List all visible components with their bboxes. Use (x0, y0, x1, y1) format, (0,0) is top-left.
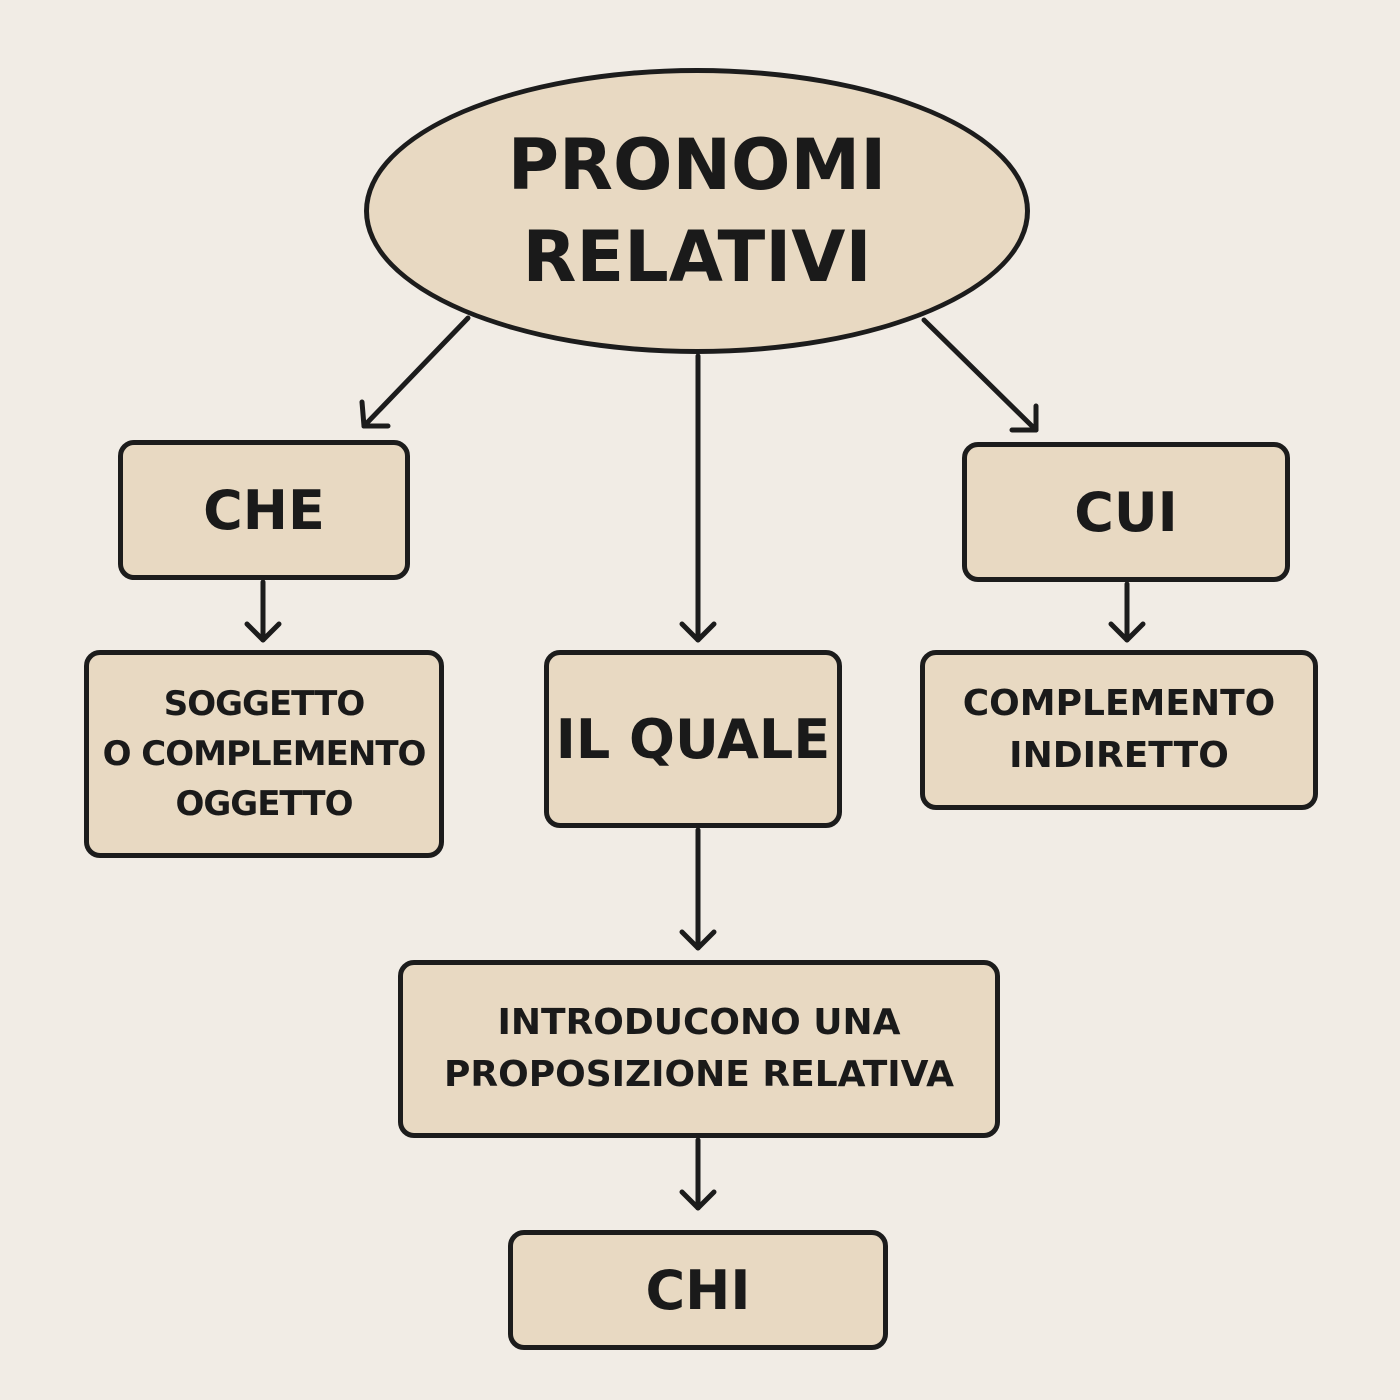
node-chi-label: CHI (645, 1258, 751, 1322)
node-soggetto-line-2: O COMPLEMENTO (102, 734, 427, 774)
node-introducono-line-2: PROPOSIZIONE RELATIVA (444, 1054, 954, 1095)
arrow-il-quale-to-introducono (679, 827, 717, 951)
node-complemento-line-1: COMPLEMENTO (962, 683, 1276, 724)
node-complemento-indiretto: COMPLEMENTO INDIRETTO (920, 650, 1318, 810)
node-che: CHE (118, 440, 410, 580)
node-complemento-line-2: INDIRETTO (1009, 735, 1229, 776)
node-che-label: CHE (203, 478, 325, 542)
arrow-root-to-il-quale (679, 353, 717, 643)
node-il-quale-label: IL QUALE (555, 707, 831, 771)
node-introducono-proposizione-relativa: INTRODUCONO UNA PROPOSIZIONE RELATIVA (398, 960, 1000, 1138)
node-soggetto-line-1: SOGGETTO (163, 684, 365, 724)
node-cui: CUI (962, 442, 1290, 582)
arrow-cui-to-complemento (1108, 581, 1146, 643)
root-title-line-2: RELATIVI (522, 216, 872, 298)
arrow-che-to-soggetto (244, 579, 282, 643)
node-il-quale: IL QUALE (544, 650, 842, 828)
root-node-pronomi-relativi: PRONOMI RELATIVI (364, 68, 1030, 354)
node-cui-label: CUI (1074, 480, 1178, 544)
root-title-line-1: PRONOMI (507, 124, 887, 206)
node-soggetto-line-3: OGGETTO (175, 784, 353, 824)
node-chi: CHI (508, 1230, 888, 1350)
node-soggetto-complemento-oggetto: SOGGETTO O COMPLEMENTO OGGETTO (84, 650, 444, 858)
arrow-root-to-che (359, 315, 471, 429)
arrow-root-to-cui (921, 317, 1039, 433)
node-introducono-line-1: INTRODUCONO UNA (497, 1002, 901, 1043)
arrow-introducono-to-chi (679, 1137, 717, 1211)
